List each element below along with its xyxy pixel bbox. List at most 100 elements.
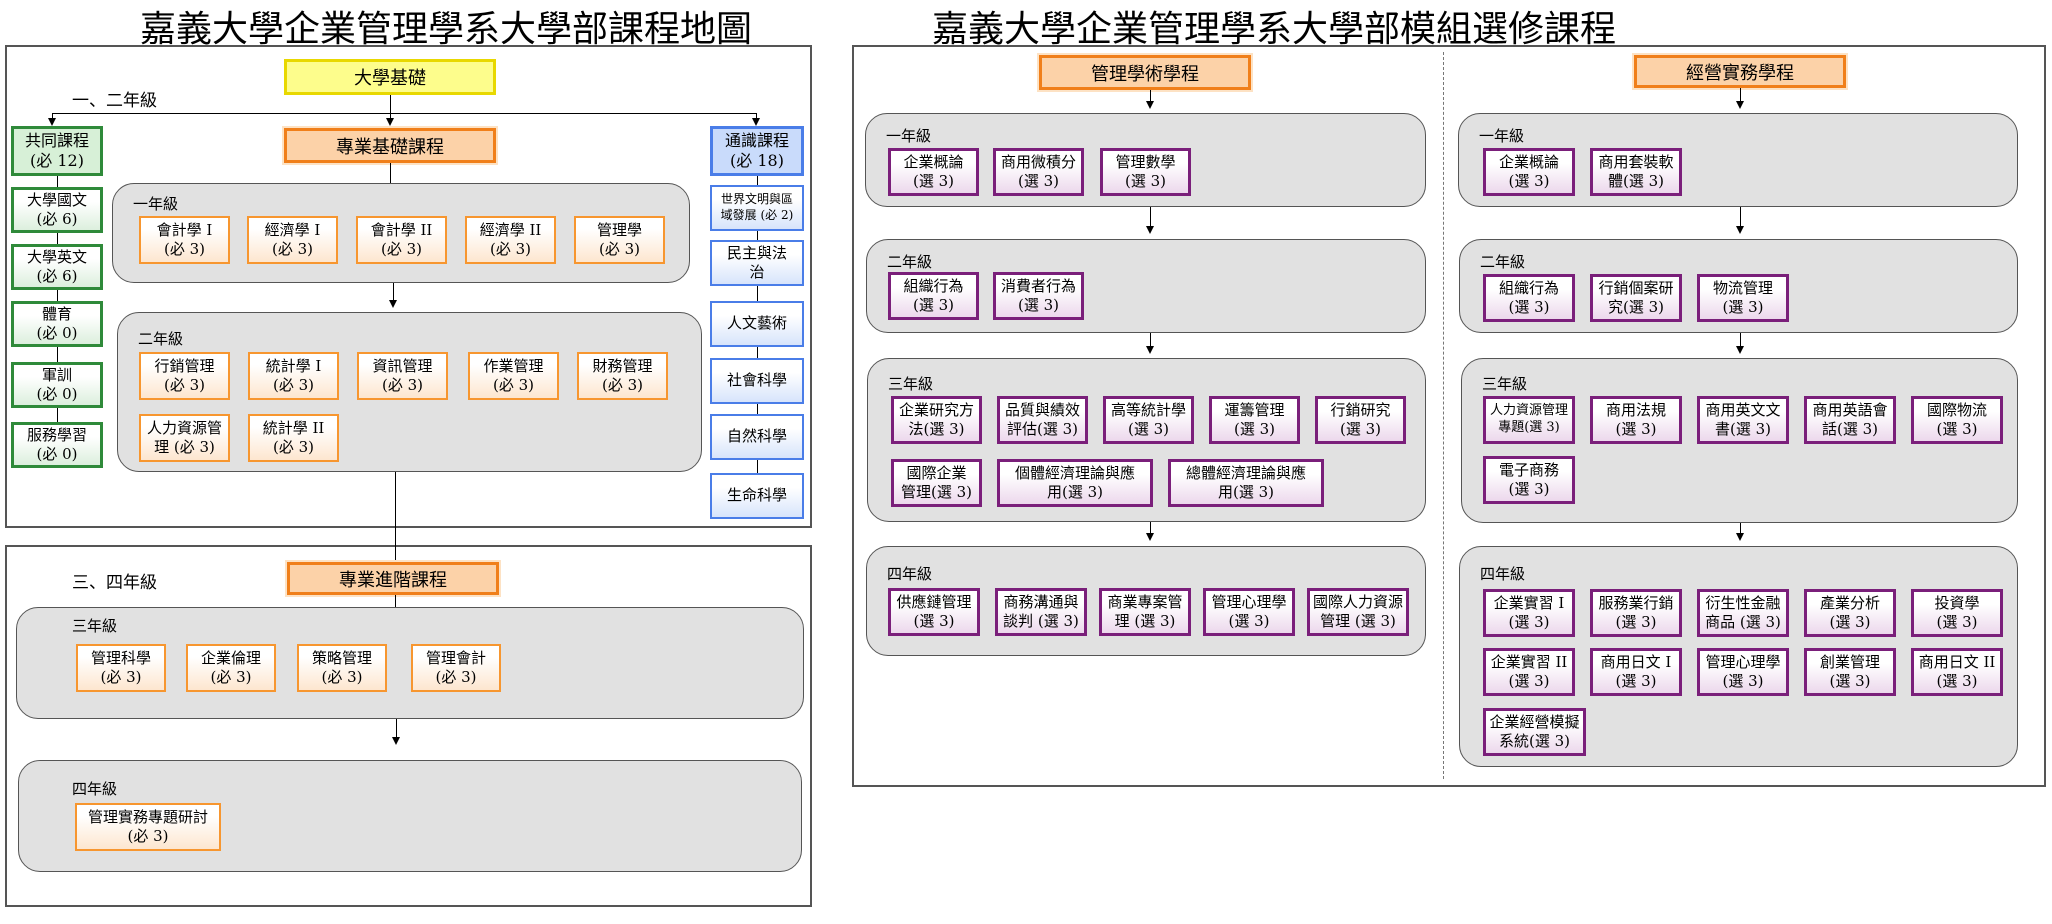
course-box[interactable]: 服務業行銷(選 3)	[1590, 589, 1682, 637]
panel-year-label: 二年級	[1480, 253, 1526, 271]
course-box[interactable]: 電子商務(選 3)	[1483, 456, 1575, 504]
course-box[interactable]: 商業專案管理 (選 3)	[1099, 588, 1191, 636]
connector	[1150, 90, 1151, 102]
right-page-title: 嘉義大學企業管理學系大學部模組選修課程	[932, 9, 1617, 50]
course-box[interactable]: 商用英文文書(選 3)	[1697, 396, 1789, 444]
course-box[interactable]: 企業概論(選 3)	[888, 148, 979, 196]
course-box[interactable]: 管理心理學(選 3)	[1203, 588, 1295, 636]
course-box[interactable]: 民主與法治	[710, 240, 804, 286]
course-box[interactable]: 總體經濟理論與應用(選 3)	[1168, 459, 1324, 507]
course-box[interactable]: 商用英語會話(選 3)	[1804, 396, 1896, 444]
course-box[interactable]: 管理學(必 3)	[574, 216, 665, 264]
connector	[1740, 333, 1741, 347]
course-box[interactable]: 企業概論(選 3)	[1483, 148, 1575, 196]
course-box[interactable]: 組織行為(選 3)	[1483, 274, 1575, 322]
course-box[interactable]: 國際人力資源管理 (選 3)	[1307, 588, 1409, 636]
panel-year-label: 一年級	[133, 195, 179, 213]
course-box[interactable]: 管理會計(必 3)	[411, 644, 501, 692]
course-box[interactable]: 自然科學	[710, 414, 804, 460]
connector	[52, 113, 53, 121]
course-box[interactable]: 會計學 II(必 3)	[356, 216, 447, 264]
course-box[interactable]: 商務溝通與談判 (選 3)	[995, 588, 1087, 636]
course-box[interactable]: 消費者行為(選 3)	[993, 272, 1084, 320]
connector	[390, 95, 391, 113]
course-box[interactable]: 策略管理(必 3)	[297, 644, 387, 692]
course-box[interactable]: 作業管理(必 3)	[468, 352, 559, 400]
course-box[interactable]: 行銷管理(必 3)	[139, 352, 230, 400]
course-box[interactable]: 軍訓(必 0)	[11, 362, 103, 408]
course-box[interactable]: 商用法規(選 3)	[1590, 396, 1682, 444]
course-box[interactable]: 國際物流(選 3)	[1911, 396, 2003, 444]
panel-year-label: 三年級	[1482, 375, 1528, 393]
course-box[interactable]: 大學國文(必 6)	[11, 187, 103, 233]
arrow-head	[1146, 346, 1154, 354]
connector	[1150, 207, 1151, 227]
left-page-title: 嘉義大學企業管理學系大學部課程地圖	[140, 9, 753, 50]
course-box[interactable]: 經濟學 II(必 3)	[465, 216, 556, 264]
course-box[interactable]: 投資學(選 3)	[1911, 589, 2003, 637]
course-box[interactable]: 社會科學	[710, 358, 804, 404]
course-box[interactable]: 管理科學(必 3)	[76, 644, 166, 692]
course-box[interactable]: 品質與績效評估(選 3)	[997, 396, 1088, 444]
course-box[interactable]: 物流管理(選 3)	[1697, 274, 1789, 322]
course-box[interactable]: 衍生性金融商品 (選 3)	[1697, 589, 1789, 637]
course-box[interactable]: 體育(必 0)	[11, 301, 103, 347]
connector	[1740, 88, 1741, 102]
course-box[interactable]: 生命科學	[710, 473, 804, 519]
course-box[interactable]: 行銷研究(選 3)	[1315, 396, 1406, 444]
course-box[interactable]: 企業經營模擬系統(選 3)	[1483, 708, 1586, 756]
connector	[395, 595, 396, 607]
general-courses-credits: (必 18)	[730, 151, 784, 170]
course-box[interactable]: 統計學 II(必 3)	[248, 414, 339, 462]
arrow-head	[1736, 101, 1744, 109]
course-box[interactable]: 服務學習(必 0)	[11, 422, 103, 468]
panel-year-label: 二年級	[887, 253, 933, 271]
course-box[interactable]: 商用日文 II(選 3)	[1911, 648, 2003, 696]
course-box[interactable]: 高等統計學(選 3)	[1103, 396, 1194, 444]
course-box[interactable]: 管理實務專題研討(必 3)	[75, 803, 221, 851]
course-box[interactable]: 商用日文 I(選 3)	[1590, 648, 1682, 696]
course-box[interactable]: 組織行為(選 3)	[888, 272, 979, 320]
course-box[interactable]: 產業分析(選 3)	[1804, 589, 1896, 637]
course-box[interactable]: 企業倫理(必 3)	[186, 644, 276, 692]
course-box[interactable]: 運籌管理(選 3)	[1209, 396, 1300, 444]
course-box[interactable]: 管理心理學(選 3)	[1697, 648, 1789, 696]
common-courses-title: 共同課程	[24, 131, 89, 150]
course-box[interactable]: 商用微積分(選 3)	[993, 148, 1084, 196]
course-box[interactable]: 行銷個案研究(選 3)	[1590, 274, 1682, 322]
course-box[interactable]: 企業實習 II(選 3)	[1483, 648, 1575, 696]
course-box[interactable]: 統計學 I(必 3)	[248, 352, 339, 400]
course-box[interactable]: 資訊管理(必 3)	[357, 352, 448, 400]
course-box[interactable]: 創業管理(選 3)	[1804, 648, 1896, 696]
course-box[interactable]: 供應鏈管理(選 3)	[888, 588, 980, 636]
arrow-head	[392, 737, 400, 745]
connector	[390, 163, 391, 183]
course-box[interactable]: 大學英文(必 6)	[11, 244, 103, 290]
course-box[interactable]: 管理數學(選 3)	[1100, 148, 1191, 196]
course-box[interactable]: 世界文明與區域發展 (必 2)	[710, 185, 804, 231]
general-courses-header: 通識課程 (必 18)	[710, 126, 804, 176]
course-box[interactable]: 會計學 I(必 3)	[139, 216, 230, 264]
course-box[interactable]: 國際企業管理(選 3)	[891, 459, 982, 507]
course-box[interactable]: 人文藝術	[710, 301, 804, 347]
course-box[interactable]: 人力資源管理 (必 3)	[139, 414, 230, 462]
arrow-head	[48, 118, 56, 126]
arrow-head	[1736, 346, 1744, 354]
arrow-head	[752, 118, 760, 126]
connector	[393, 283, 394, 300]
academic-track-header: 管理學術學程	[1039, 55, 1251, 90]
professional-advanced-header: 專業進階課程	[287, 562, 499, 595]
arrow-head	[1146, 226, 1154, 234]
common-courses-header: 共同課程 (必 12)	[11, 126, 103, 176]
course-box[interactable]: 企業實習 I(選 3)	[1483, 589, 1575, 637]
course-box[interactable]: 財務管理(必 3)	[577, 352, 668, 400]
common-courses-credits: (必 12)	[30, 151, 84, 170]
panel-year-label: 一年級	[886, 127, 932, 145]
course-box[interactable]: 經濟學 I(必 3)	[247, 216, 338, 264]
arrow-head	[386, 118, 394, 126]
connector	[52, 113, 756, 114]
course-box[interactable]: 企業研究方法(選 3)	[891, 396, 982, 444]
course-box[interactable]: 人力資源管理專題(選 3)	[1483, 396, 1575, 444]
course-box[interactable]: 個體經濟理論與應用(選 3)	[997, 459, 1153, 507]
course-box[interactable]: 商用套裝軟體(選 3)	[1590, 148, 1682, 196]
